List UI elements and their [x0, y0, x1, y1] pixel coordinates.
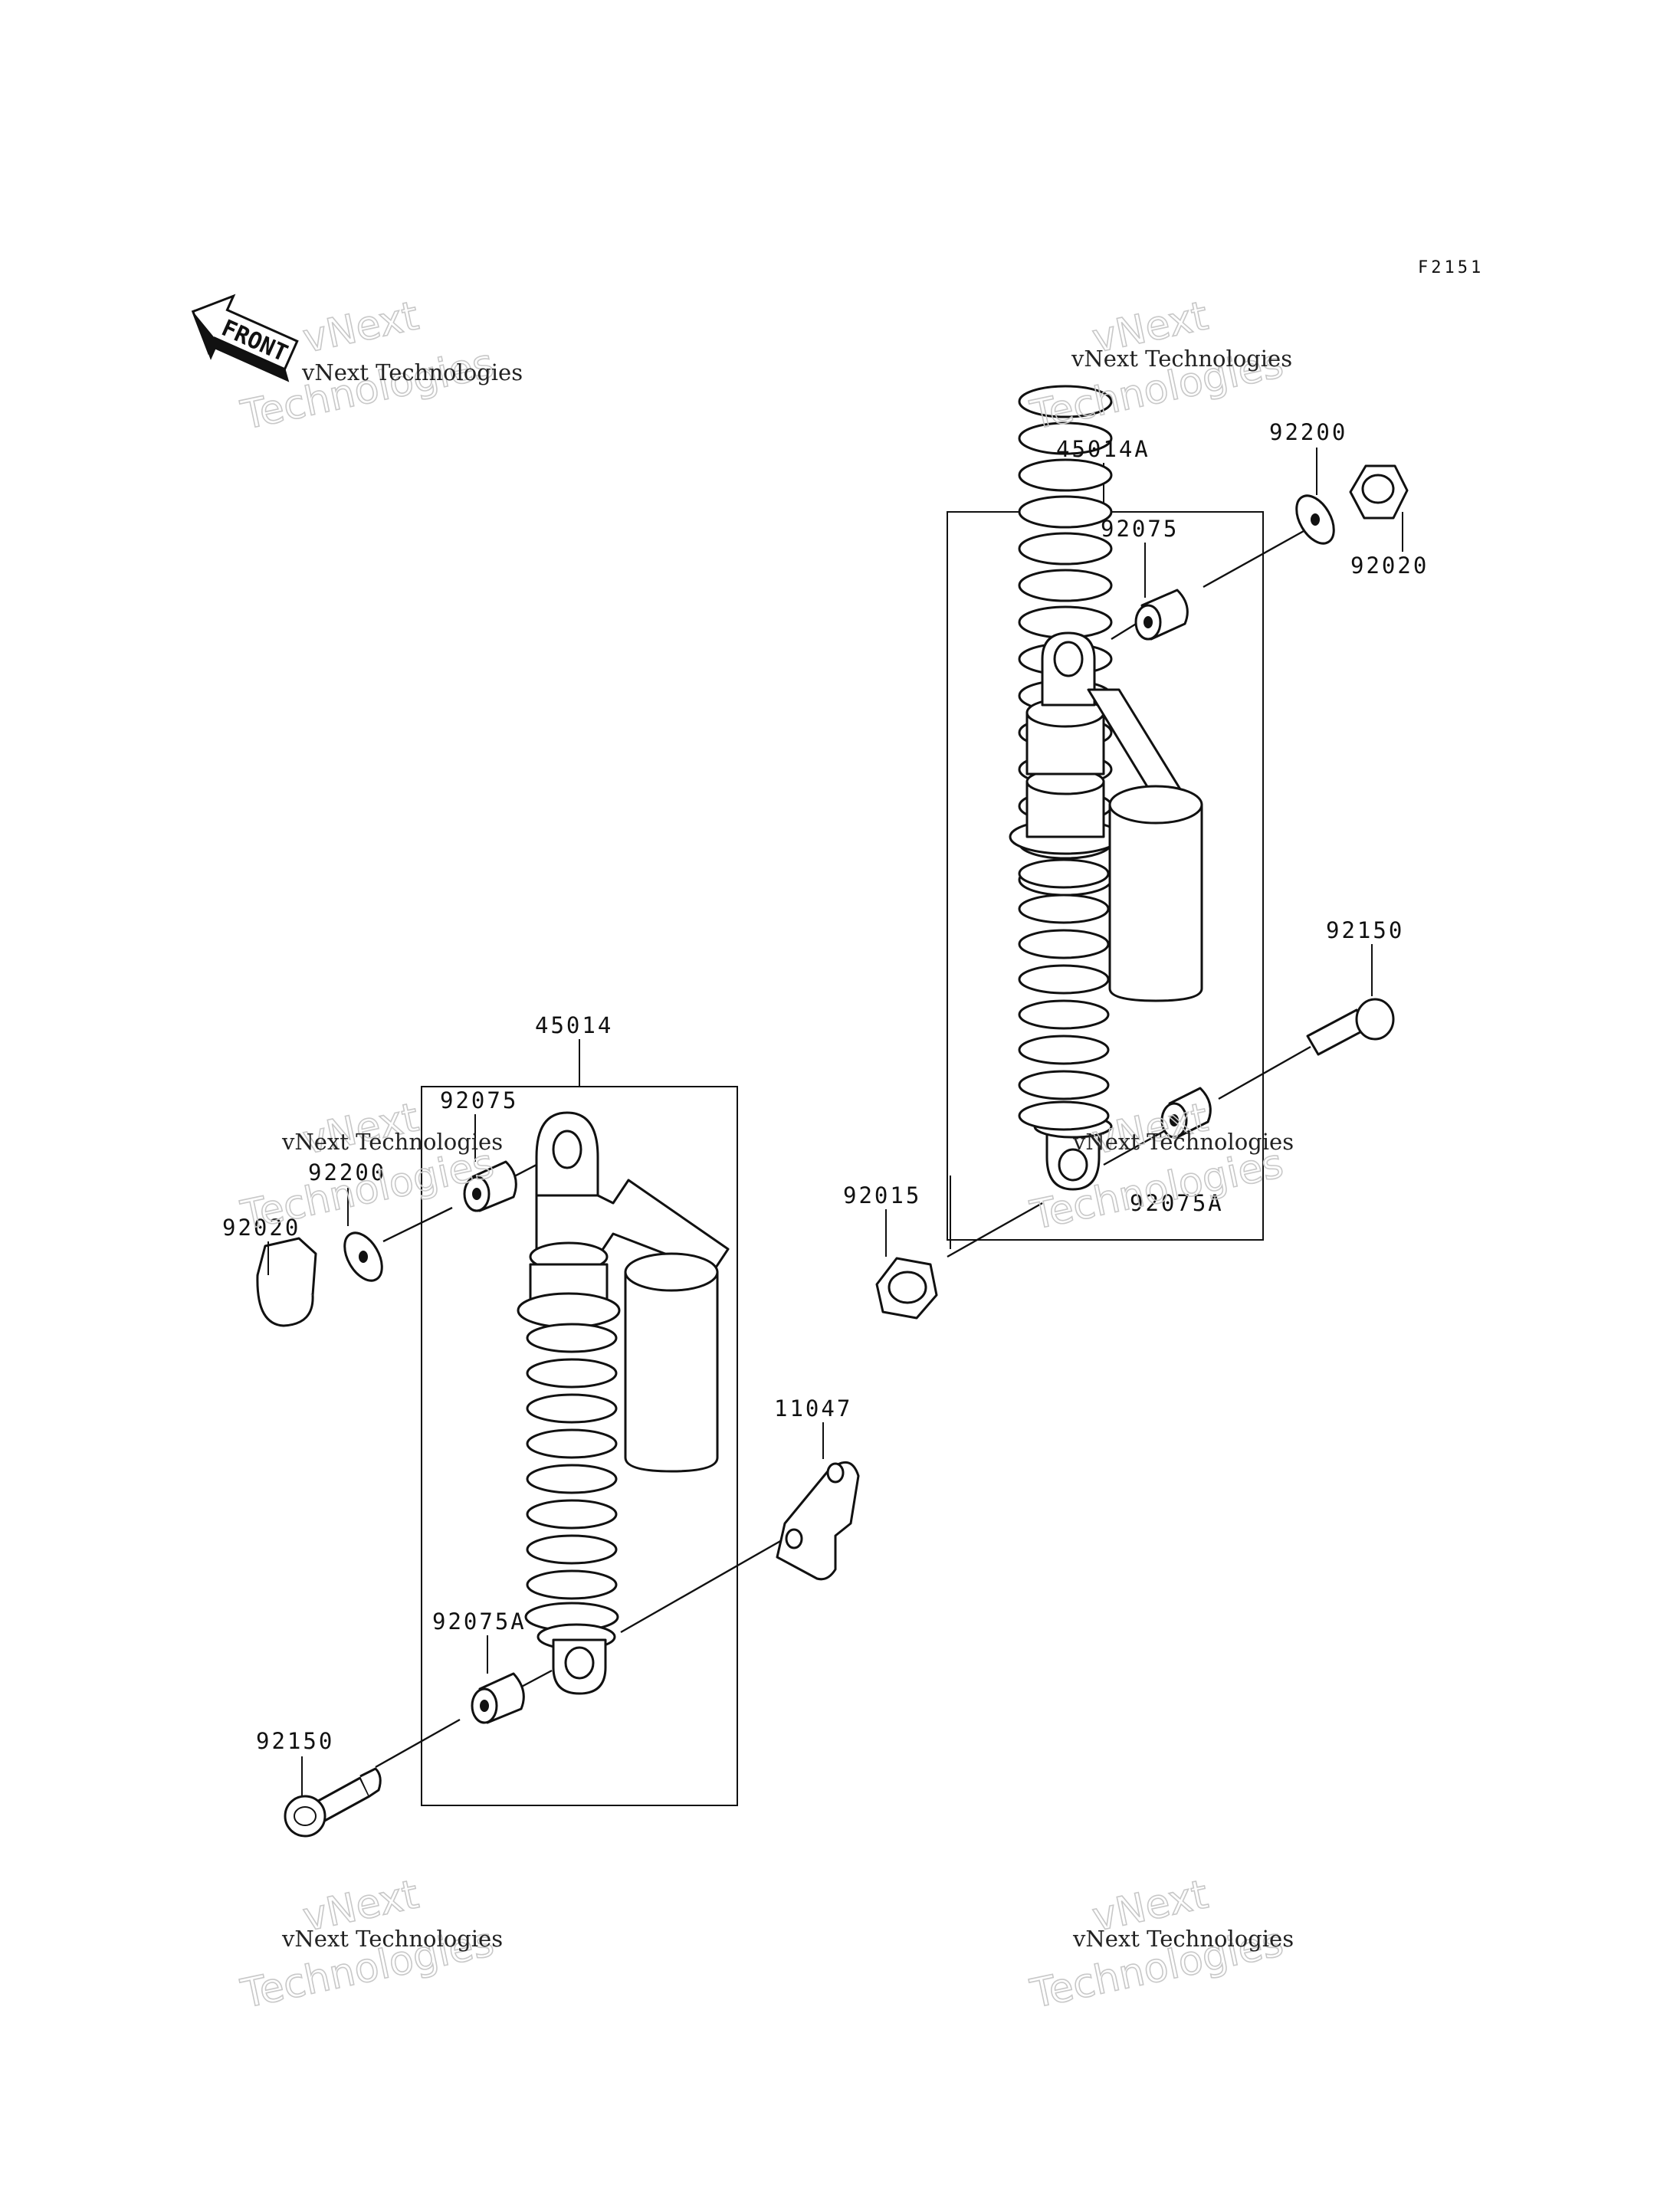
bushing-92075-left-top — [463, 1160, 517, 1212]
watermark-text: vNext Technologies — [301, 359, 523, 385]
bushing-92075-right-top — [1134, 589, 1189, 641]
watermark-text: vNext Technologies — [281, 1129, 503, 1155]
bushing-92075a-left-bottom — [471, 1672, 525, 1724]
watermark-text: vNext Technologies — [1072, 1129, 1294, 1155]
watermark-bottom-left: vNext Technologies vNext Technologies — [236, 1871, 503, 2018]
watermark-top-right: vNext Technologies vNext Technologies — [1025, 293, 1292, 440]
front-arrow-icon: FRONT — [191, 293, 299, 382]
nut-92020-right — [1349, 464, 1409, 520]
shock-spring-right-visible — [1018, 858, 1110, 1131]
nut-92015-right — [875, 1257, 938, 1320]
figure-number: F2151 — [1418, 258, 1484, 277]
rear-shock-assembly-left — [256, 1039, 860, 1838]
watermark-bottom-right: vNext Technologies vNext Technologies — [1025, 1871, 1294, 2018]
shock-spring-left — [524, 1323, 619, 1632]
watermark-text: vNext Technologies — [281, 1926, 503, 1952]
label-92075a-right: 92075A — [1130, 1190, 1224, 1216]
bolt-92150-right — [1306, 998, 1395, 1056]
label-92150-left: 92150 — [256, 1728, 334, 1754]
bolt-92150-left — [284, 1767, 382, 1838]
label-92020-right: 92020 — [1350, 553, 1429, 579]
cap-nut-92020-left — [256, 1237, 317, 1327]
label-92015: 92015 — [843, 1182, 921, 1208]
label-92150-right: 92150 — [1326, 917, 1404, 943]
label-11047: 11047 — [774, 1395, 852, 1421]
svg-text:Technologies: Technologies — [237, 1141, 497, 1239]
bushing-92075a-right-bottom — [1160, 1087, 1212, 1139]
svg-text:vNext: vNext — [299, 293, 422, 362]
label-92075a-left: 92075A — [432, 1608, 527, 1635]
label-92020-left: 92020 — [222, 1215, 300, 1241]
watermark-text: vNext Technologies — [1071, 346, 1292, 372]
watermark-mid-left: vNext Technologies vNext Technologies — [236, 1094, 503, 1240]
watermark-text: vNext Technologies — [1072, 1926, 1294, 1952]
label-45014a: 45014A — [1056, 436, 1150, 462]
label-92075-left: 92075 — [440, 1087, 518, 1113]
label-92075-right: 92075 — [1101, 516, 1179, 542]
bracket-11047 — [776, 1461, 860, 1581]
washer-92200-left — [343, 1231, 383, 1282]
rear-shock-assembly-right — [875, 385, 1409, 1320]
label-92200-right: 92200 — [1269, 419, 1347, 445]
washer-92200-right — [1295, 494, 1335, 545]
label-92200-left: 92200 — [308, 1159, 386, 1185]
label-45014: 45014 — [535, 1012, 613, 1038]
